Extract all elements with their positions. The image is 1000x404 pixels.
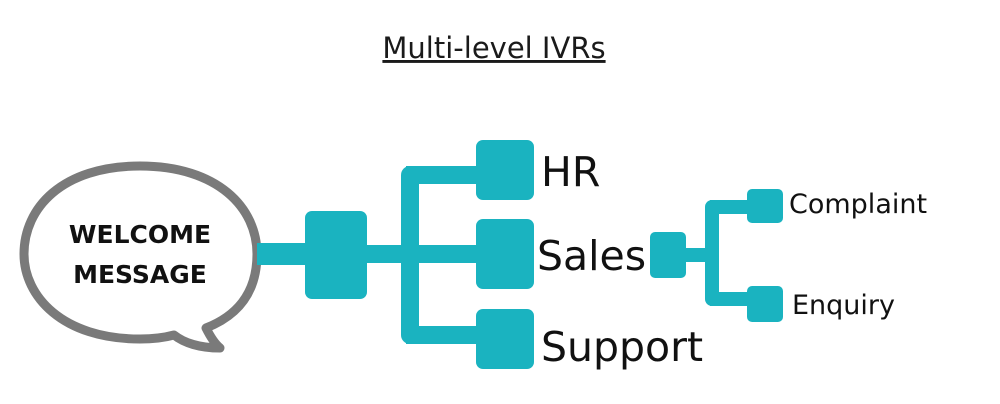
level-2-connectors [682, 200, 752, 306]
level-1-connectors [257, 166, 482, 344]
sales-node [476, 219, 534, 289]
sales-submenu-node [650, 232, 686, 278]
option-enquiry-label: Enquiry [792, 290, 895, 321]
welcome-line-1: WELCOME [69, 220, 211, 249]
complaint-node [747, 189, 783, 223]
option-complaint-label: Complaint [789, 189, 927, 220]
branch-to-hr [406, 166, 482, 184]
option-sales-label: Sales [537, 232, 646, 280]
welcome-bubble: WELCOME MESSAGE [19, 161, 262, 353]
connector-root-to-trunk [360, 245, 405, 263]
welcome-line-2: MESSAGE [73, 260, 207, 289]
enquiry-node [747, 286, 783, 322]
branch-to-complaint [710, 200, 752, 214]
speech-bubble-outline [19, 161, 262, 353]
root-menu-node [305, 211, 367, 299]
level-2-trunk [705, 200, 719, 306]
branch-to-enquiry [710, 292, 752, 306]
support-node [476, 309, 534, 369]
diagram-title: Multi-level IVRs [382, 31, 605, 65]
option-hr-label: HR [541, 148, 600, 196]
branch-to-sales [406, 245, 482, 263]
option-support-label: Support [541, 323, 703, 371]
connector-sales-sub-to-trunk [682, 248, 712, 262]
hr-node [476, 140, 534, 200]
branch-to-support [406, 326, 482, 344]
connector-bubble-to-root [257, 243, 307, 265]
